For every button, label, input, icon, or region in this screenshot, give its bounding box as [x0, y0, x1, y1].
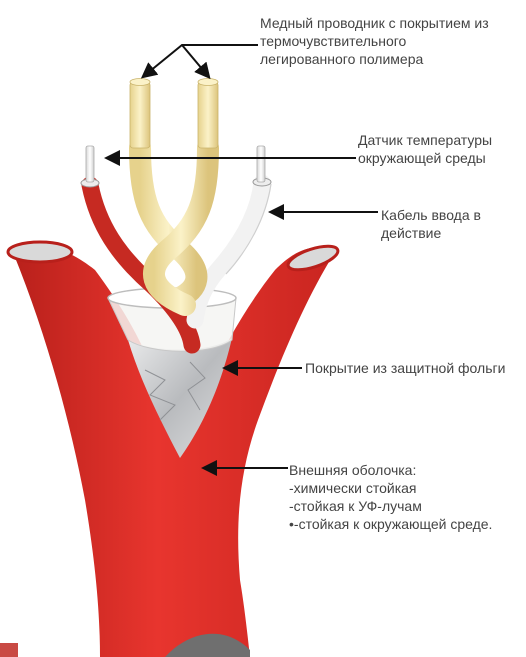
conductor-left-tip-end	[130, 79, 150, 86]
label-jacket-line3: -стойкая к УФ-лучам	[289, 497, 492, 515]
heating-conductors	[130, 79, 218, 306]
label-sensor-line2: окружающей среды	[358, 149, 492, 167]
conductor-left-tip	[130, 82, 150, 148]
jacket-left-opening	[8, 242, 72, 262]
sensor-wire-core	[86, 146, 94, 182]
label-jacket: Внешняя оболочка: -химически стойкая -ст…	[289, 461, 492, 533]
label-power-cable: Кабель ввода в действие	[381, 206, 481, 242]
label-conductor-line3: легированного полимера	[260, 50, 489, 68]
label-conductor-line2: термочувствительного	[260, 32, 489, 50]
label-foil-line1: Покрытие из защитной фольги	[305, 359, 505, 377]
label-sensor: Датчик температуры окружающей среды	[358, 131, 492, 167]
label-sensor-line1: Датчик температуры	[358, 131, 492, 149]
corner-mark	[0, 643, 18, 657]
label-conductor-line1: Медный проводник с покрытием из	[260, 14, 489, 32]
power-cable-core	[257, 146, 265, 182]
label-jacket-line4: •-стойкая к окружающей среде.	[289, 515, 492, 533]
label-foil: Покрытие из защитной фольги	[305, 359, 505, 377]
arrow-conductor-left	[144, 45, 258, 76]
label-power-cable-line2: действие	[381, 224, 481, 242]
arrow-conductor-right	[182, 45, 208, 76]
label-jacket-line2: -химически стойкая	[289, 479, 492, 497]
conductor-right-tip-end	[198, 79, 218, 86]
label-conductor: Медный проводник с покрытием из термочув…	[260, 14, 489, 68]
label-jacket-line1: Внешняя оболочка:	[289, 461, 492, 479]
label-power-cable-line1: Кабель ввода в	[381, 206, 481, 224]
conductor-right-tip	[198, 82, 218, 148]
